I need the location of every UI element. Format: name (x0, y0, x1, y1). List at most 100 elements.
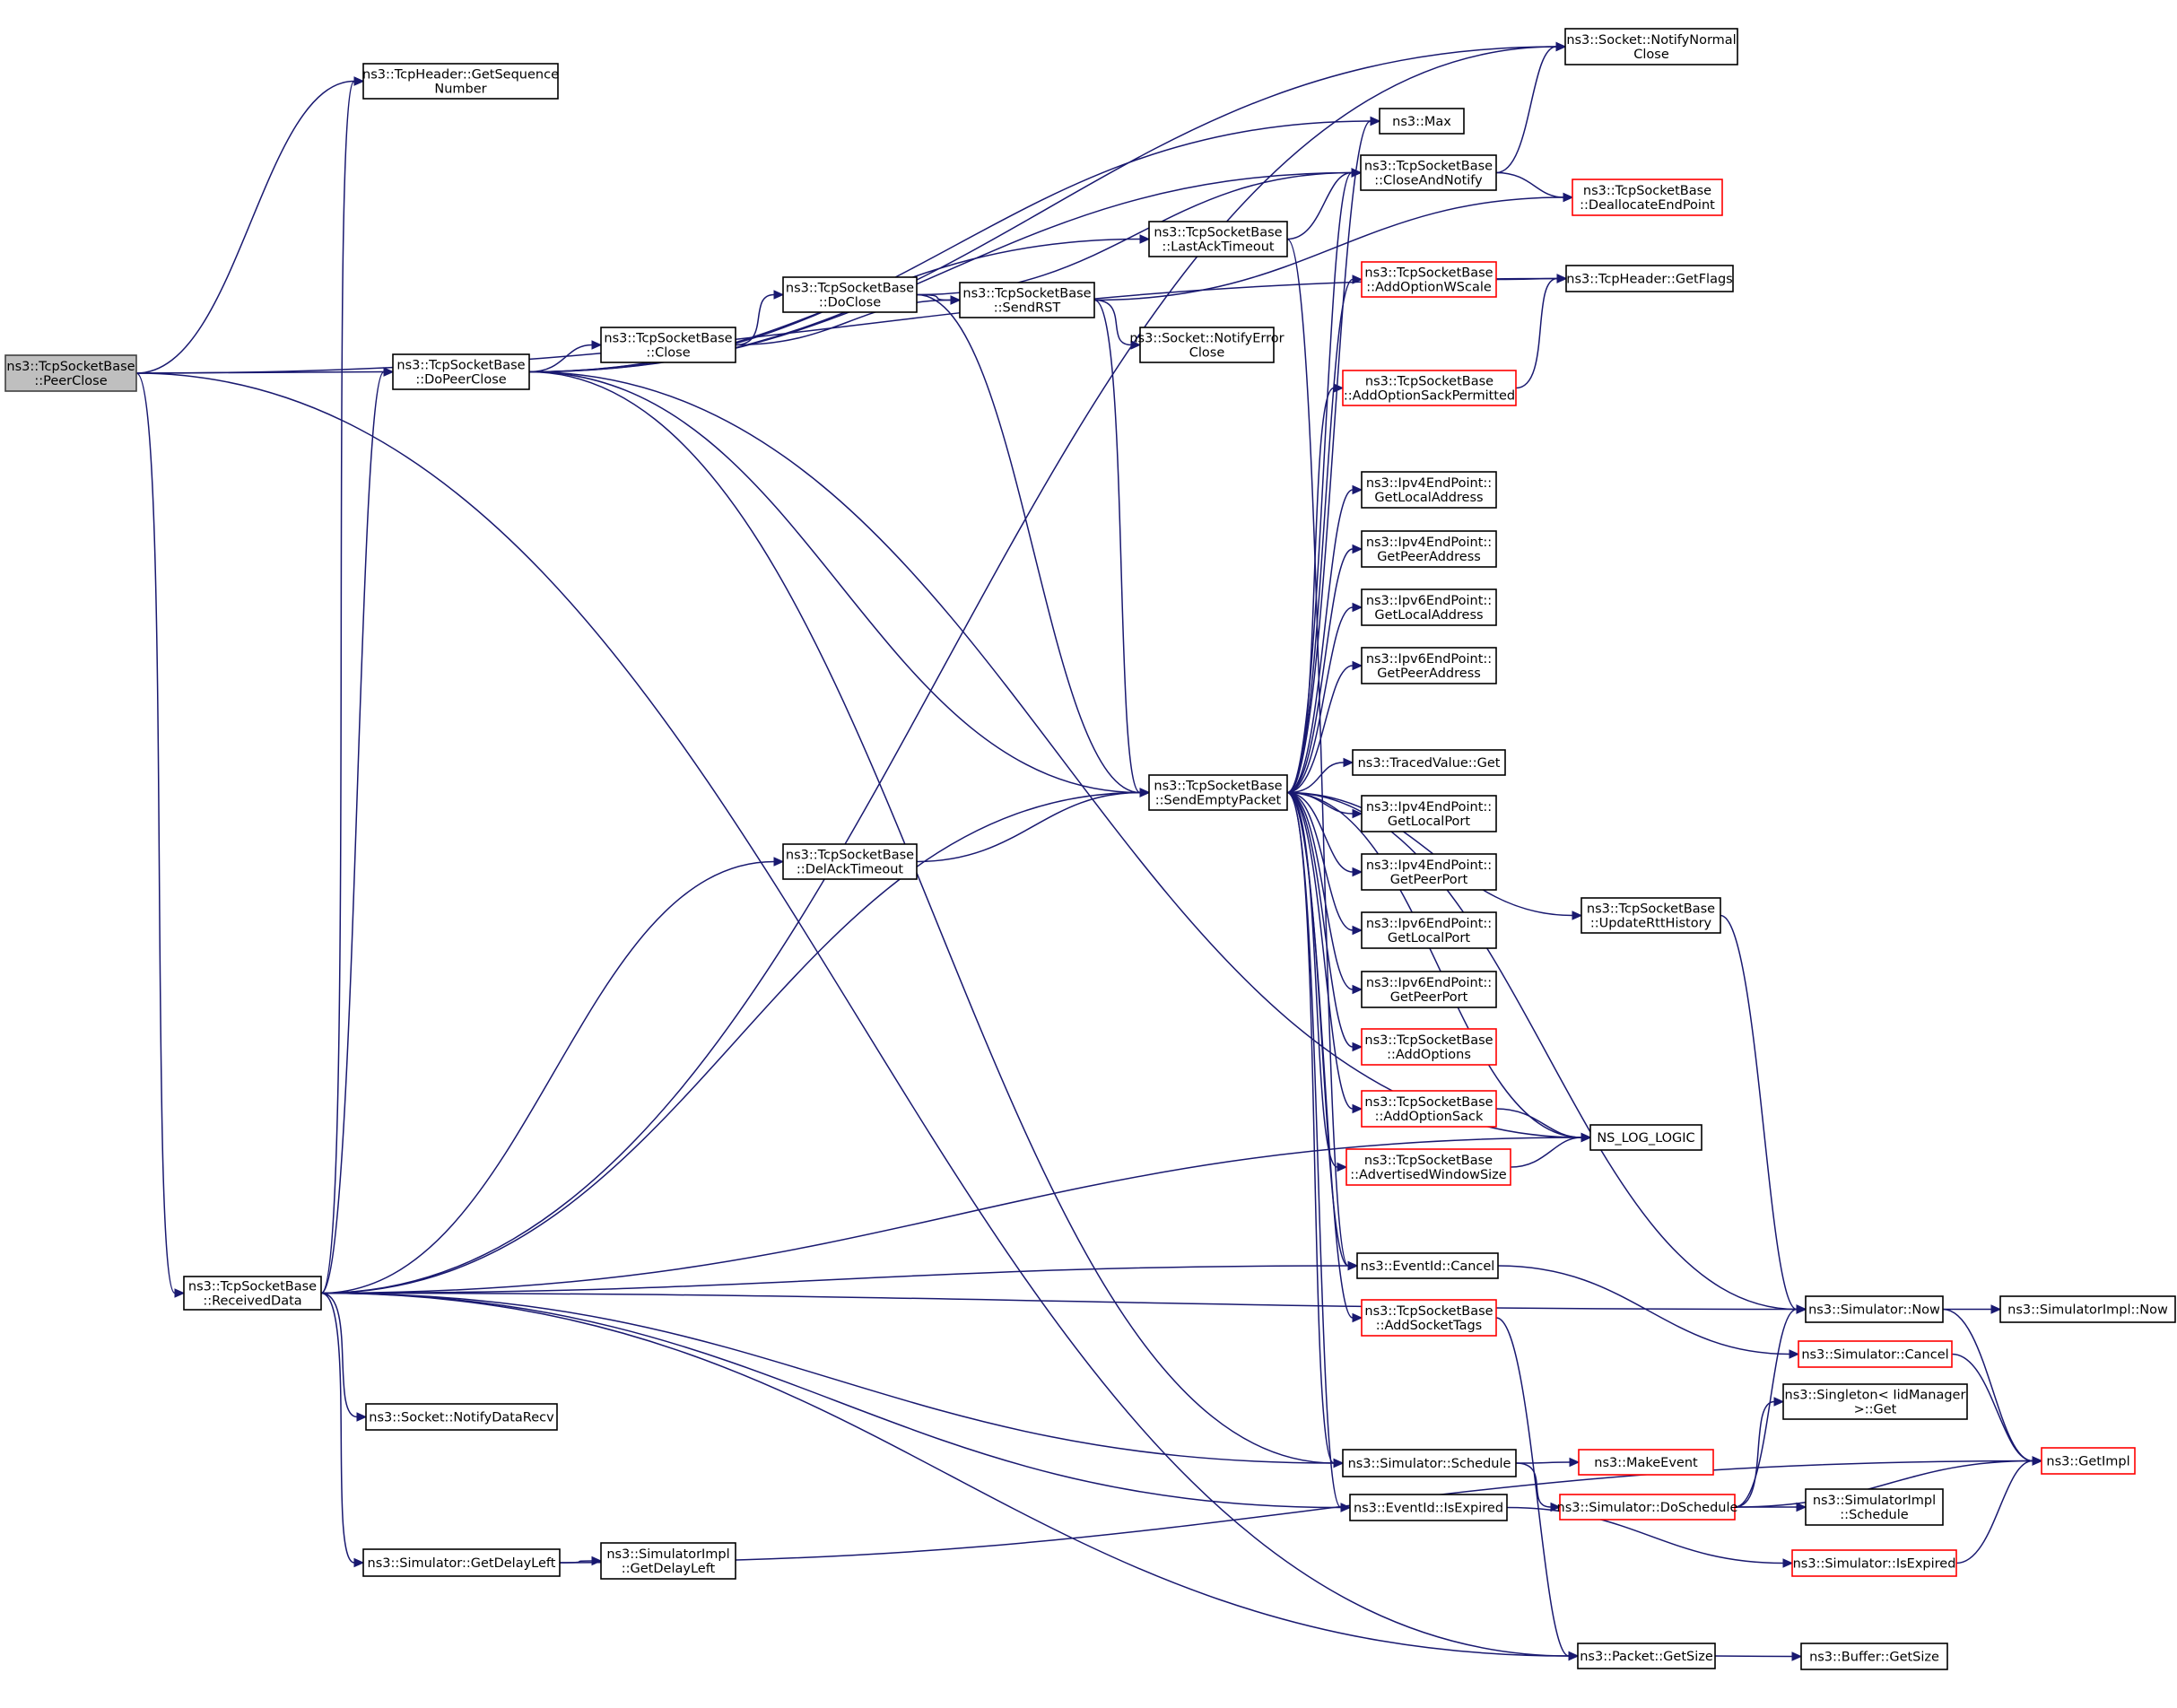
edge-sendemptypacket-to-nsloglogic (1286, 791, 1592, 1143)
node-implgetdelayleft[interactable]: ns3::SimulatorImpl::GetDelayLeft (600, 1542, 736, 1580)
node-label: ::SendEmptyPacket (1155, 794, 1282, 808)
node-ipv4getlocaladdress[interactable]: ns3::Ipv4EndPoint::GetLocalAddress (1361, 471, 1497, 509)
node-sendrst[interactable]: ns3::TcpSocketBase::SendRST (959, 282, 1095, 318)
node-ipv4getpeeraddress[interactable]: ns3::Ipv4EndPoint::GetPeerAddress (1361, 530, 1497, 568)
node-addoptionsackpermitted[interactable]: ns3::TcpSocketBase::AddOptionSackPermitt… (1342, 370, 1517, 406)
node-simisexpired[interactable]: ns3::Simulator::IsExpired (1791, 1549, 1957, 1577)
node-label: GetLocalAddress (1374, 491, 1483, 505)
node-label: ::LastAckTimeout (1162, 240, 1275, 255)
node-closeandnotify[interactable]: ns3::TcpSocketBase::CloseAndNotify (1360, 154, 1497, 191)
node-label: ns3::Simulator::Now (1808, 1303, 1940, 1318)
node-label: ::DoClose (819, 296, 881, 310)
node-box (1361, 1090, 1497, 1128)
node-box (1148, 221, 1288, 257)
node-makeevent[interactable]: ns3::MakeEvent (1578, 1449, 1714, 1476)
node-box (183, 1276, 322, 1311)
node-ipv6getlocaladdress[interactable]: ns3::Ipv6EndPoint::GetLocalAddress (1361, 588, 1497, 626)
edge-receiveddata-to-schedule (320, 1292, 1345, 1468)
node-box (1572, 179, 1723, 216)
node-label: ns3::EventId::IsExpired (1354, 1502, 1503, 1516)
node-box (1589, 1124, 1702, 1151)
node-label: GetPeerPort (1390, 873, 1468, 887)
node-label: ns3::TcpSocketBase (188, 1280, 317, 1294)
node-advertisedwindowsize[interactable]: ns3::TcpSocketBase::AdvertisedWindowSize (1345, 1148, 1511, 1186)
node-implschedule[interactable]: ns3::SimulatorImpl::Schedule (1805, 1488, 1944, 1526)
node-addsockettags[interactable]: ns3::TcpSocketBase::AddSocketTags (1361, 1299, 1497, 1337)
node-ipv4getpeerport[interactable]: ns3::Ipv4EndPoint::GetPeerPort (1361, 853, 1497, 891)
node-buffergetsize[interactable]: ns3::Buffer::GetSize (1800, 1643, 1948, 1670)
node-receiveddata[interactable]: ns3::TcpSocketBase::ReceivedData (183, 1276, 322, 1311)
node-eventidisexpired[interactable]: ns3::EventId::IsExpired (1349, 1494, 1508, 1521)
node-eventidcancel[interactable]: ns3::EventId::Cancel (1356, 1252, 1499, 1279)
node-box (1578, 1449, 1714, 1476)
node-box (1379, 108, 1465, 135)
node-doclose[interactable]: ns3::TcpSocketBase::DoClose (782, 276, 918, 313)
node-schedule[interactable]: ns3::Simulator::Schedule (1342, 1449, 1517, 1477)
node-packetgetsize[interactable]: ns3::Packet::GetSize (1577, 1643, 1716, 1669)
node-deallocateendpoint[interactable]: ns3::TcpSocketBase::DeallocateEndPoint (1572, 179, 1723, 216)
node-delacktimeout[interactable]: ns3::TcpSocketBase::DelAckTimeout (782, 843, 918, 880)
node-tracedvalueget[interactable]: ns3::TracedValue::Get (1352, 749, 1506, 776)
node-box (1356, 1252, 1499, 1279)
node-label: ns3::TcpSocketBase (1583, 184, 1711, 198)
node-max[interactable]: ns3::Max (1379, 108, 1465, 135)
node-label: ns3::TcpHeader::GetSequence (362, 68, 559, 83)
node-label: ns3::Ipv4EndPoint:: (1366, 800, 1492, 815)
node-addoptionsack[interactable]: ns3::TcpSocketBase::AddOptionSack (1361, 1090, 1497, 1128)
node-box (1361, 795, 1497, 832)
node-label: ns3::Socket::NotifyNormal (1566, 33, 1736, 48)
node-nsloglogic[interactable]: NS_LOG_LOGIC (1589, 1124, 1702, 1151)
node-box (362, 63, 559, 100)
node-box (1800, 1643, 1948, 1670)
node-ipv6getlocalport[interactable]: ns3::Ipv6EndPoint::GetLocalPort (1361, 911, 1497, 949)
node-box (1361, 647, 1497, 684)
node-label: ns3::Buffer::GetSize (1809, 1651, 1939, 1665)
node-box (1577, 1643, 1716, 1669)
edge-sendemptypacket-to-eventidisexpired (1286, 791, 1352, 1512)
node-implnow[interactable]: ns3::SimulatorImpl::Now (1999, 1295, 2176, 1323)
node-ipv4getlocalport[interactable]: ns3::Ipv4EndPoint::GetLocalPort (1361, 795, 1497, 832)
edge-sendemptypacket-to-schedule (1286, 791, 1345, 1468)
node-label: ::PeerClose (34, 374, 107, 388)
node-updatertthistory[interactable]: ns3::TcpSocketBase::UpdateRttHistory (1581, 897, 1721, 934)
node-label: NS_LOG_LOGIC (1597, 1131, 1694, 1146)
node-addoptionwscale[interactable]: ns3::TcpSocketBase::AddOptionWScale (1361, 261, 1497, 298)
node-label: ns3::TcpSocketBase (1364, 1033, 1493, 1048)
node-label: ns3::TcpSocketBase (1364, 1154, 1493, 1168)
node-label: ns3::Simulator::IsExpired (1793, 1557, 1956, 1572)
edge-updatertthistory-to-simnow (1720, 914, 1807, 1314)
node-close[interactable]: ns3::TcpSocketBase::Close (600, 327, 736, 363)
node-peerclose[interactable]: ns3::TcpSocketBase::PeerClose (4, 354, 137, 392)
node-simnow[interactable]: ns3::Simulator::Now (1805, 1295, 1944, 1323)
node-addoptions[interactable]: ns3::TcpSocketBase::AddOptions (1361, 1028, 1497, 1066)
node-lastacktimeout[interactable]: ns3::TcpSocketBase::LastAckTimeout (1148, 221, 1288, 257)
node-getimpl[interactable]: ns3::GetImpl (2041, 1447, 2136, 1475)
node-doschedule[interactable]: ns3::Simulator::DoSchedule (1557, 1494, 1738, 1521)
node-notifydatarecv[interactable]: ns3::Socket::NotifyDataRecv (365, 1403, 558, 1431)
node-label: ns3::TcpSocketBase (604, 332, 732, 346)
node-box (1361, 1299, 1497, 1337)
node-label: ns3::Socket::NotifyDataRecv (369, 1411, 554, 1425)
node-label: ::AddOptions (1387, 1048, 1471, 1062)
node-dopeerclose[interactable]: ns3::TcpSocketBase::DoPeerClose (392, 353, 530, 390)
edge-sendemptypacket-to-ipv6getpeerport (1286, 791, 1363, 995)
node-ipv6getpeeraddress[interactable]: ns3::Ipv6EndPoint::GetPeerAddress (1361, 647, 1497, 684)
edge-advertisedwindowsize-to-nsloglogic (1510, 1132, 1592, 1168)
node-simcancel[interactable]: ns3::Simulator::Cancel (1798, 1340, 1953, 1368)
node-singletonget[interactable]: ns3::Singleton< IidManager >::Get (1782, 1383, 1968, 1420)
edge-close-to-doclose (735, 290, 785, 346)
node-getflags[interactable]: ns3::TcpHeader::GetFlags (1565, 265, 1734, 292)
node-label: ns3::TcpSocketBase (1364, 1304, 1493, 1319)
edge-sendemptypacket-to-addoptionsackpermitted (1286, 383, 1345, 794)
edge-dopeerclose-to-schedule (528, 370, 1345, 1468)
edge-simisexpired-to-getimpl (1955, 1456, 2043, 1564)
node-ipv6getpeerport[interactable]: ns3::Ipv6EndPoint::GetPeerPort (1361, 971, 1497, 1008)
node-label: ns3::Max (1392, 115, 1451, 129)
edge-sendrst-to-sendemptypacket (1093, 299, 1151, 797)
node-sendemptypacket[interactable]: ns3::TcpSocketBase::SendEmptyPacket (1148, 774, 1288, 811)
node-box (782, 276, 918, 313)
node-getdelayleft[interactable]: ns3::Simulator::GetDelayLeft (362, 1548, 561, 1577)
